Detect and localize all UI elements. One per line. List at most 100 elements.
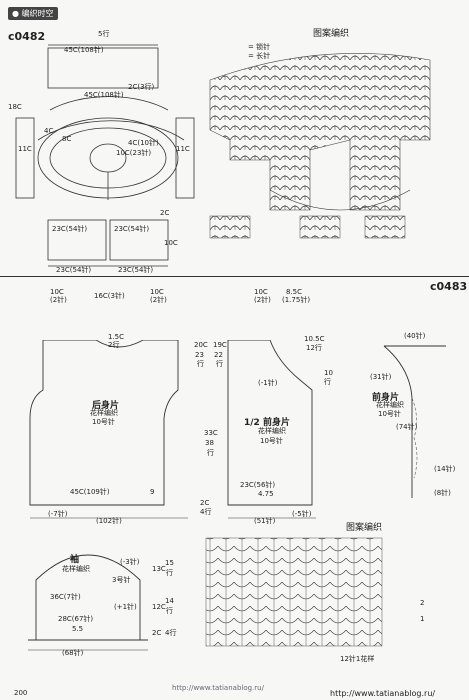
dim-right-panel: 11C — [176, 145, 190, 153]
back-hem-mark: (-7针) — [48, 510, 68, 518]
front-top-right: 8.5C — [286, 288, 303, 296]
section-tag-label: 编织时空 — [21, 9, 54, 18]
back-arm-r: 行 — [197, 360, 204, 368]
back-arm2: 19C — [213, 341, 227, 349]
sleeve-h3: 2C — [152, 629, 162, 637]
front-piece-mid: (74针) — [396, 423, 418, 431]
sleeve-needle: 3号针 — [112, 576, 131, 584]
sleeve-w3: 5.5 — [72, 625, 84, 633]
front-piece-sub2: 10号针 — [378, 410, 401, 418]
repeat-label: 12针1花样 — [340, 655, 375, 663]
back-arm2-n: 22 — [214, 351, 223, 359]
footer-url: http://www.tatianablog.ru/ — [172, 684, 264, 692]
dim-top-rows: 5行 — [98, 30, 110, 38]
dim-left-a: 4C — [44, 127, 54, 135]
dim-ring-rows: 2C(3行) — [128, 83, 155, 91]
row-label-1: 1 — [420, 615, 425, 623]
dim-bottom-total-right: 23C(54针) — [118, 266, 154, 274]
back-arm-n: 23 — [195, 351, 204, 359]
front-right-h: 10.5C — [304, 335, 325, 343]
crochet-chart-top — [209, 53, 431, 239]
back-side-h-r: 行 — [207, 449, 214, 457]
sleeve-title: 袖 — [70, 555, 80, 565]
front-piece-shape — [383, 345, 446, 498]
back-top-right-n: (2针) — [150, 296, 167, 304]
dim-bottom-height: 10C — [164, 239, 178, 247]
front-top-right-n: (1.75针) — [282, 296, 311, 304]
sleeve-w2: 28C(67针) — [58, 615, 94, 623]
front-piece-r2: (8针) — [434, 489, 451, 497]
front-half-sub2: 10号针 — [260, 437, 283, 445]
back-arm2-r: 行 — [216, 360, 223, 368]
dim-ring-width: 45C(108针) — [84, 91, 124, 99]
front-half-sub1: 花样编织 — [258, 427, 286, 435]
front-minus: (-1针) — [258, 379, 278, 387]
crochet-chart-bottom — [205, 537, 383, 647]
section-divider — [0, 276, 469, 277]
sleeve-minus: (-3针) — [120, 558, 140, 566]
legend-dc: = 长针 — [248, 52, 271, 60]
dim-bottom-left: 23C(54针) — [52, 225, 88, 233]
back-sub2: 10号针 — [92, 418, 115, 426]
dim-center: 10C(23针) — [116, 149, 152, 157]
sleeve-h1r: 行 — [166, 569, 173, 577]
pattern-title-top: 图案编织 — [313, 29, 350, 39]
front-hem: 23C(56针) — [240, 481, 276, 489]
schematic-top-left — [15, 44, 195, 267]
pattern-title-bottom: 图案编织 — [346, 523, 383, 533]
back-neck: 1.5C — [108, 333, 125, 341]
back-top-right: 10C — [150, 288, 164, 296]
pattern-code-bottom: c0483 — [430, 280, 468, 293]
front-piece-top: (40针) — [404, 332, 426, 340]
sleeve-sub: 花样编织 — [62, 565, 90, 573]
back-hem-rows: 9 — [150, 488, 155, 496]
front-hem-mark: (-5针) — [292, 510, 312, 518]
half-front-shape — [227, 340, 316, 519]
back-title: 后身片 — [92, 401, 120, 411]
front-right-h-n: 12行 — [306, 344, 322, 352]
front-width: (51针) — [254, 517, 276, 525]
back-width: (102针) — [96, 517, 122, 525]
sleeve-w1: 36C(7针) — [50, 593, 81, 601]
sleeve-h2r: 行 — [166, 607, 173, 615]
sleeve-plus: (+1针) — [114, 603, 137, 611]
front-piece-sub1: 花样编织 — [376, 401, 404, 409]
row-label-2: 2 — [420, 599, 425, 607]
front-half-title: 1/2 前身片 — [244, 418, 290, 428]
back-top-left: 10C — [50, 288, 64, 296]
section-tag: ● 编织时空 — [8, 7, 58, 20]
sleeve-width: (68针) — [62, 649, 84, 657]
pattern-code-top: c0482 — [8, 30, 46, 43]
front-top-left-n: (2针) — [254, 296, 271, 304]
sleeve-h2n: 14 — [165, 597, 174, 605]
back-hem: 45C(109针) — [70, 488, 110, 496]
watermark-url: http://www.tatianablog.ru/ — [330, 689, 436, 698]
back-rib: 2C — [200, 499, 210, 507]
back-top-left-n: (2针) — [50, 296, 67, 304]
sleeve-h1n: 15 — [165, 559, 174, 567]
dim-right-side: 4C(10针) — [128, 139, 159, 147]
legend-chain: = 锁针 — [248, 43, 271, 51]
front-top-left: 10C — [254, 288, 268, 296]
front-right-h2: 10 — [324, 369, 333, 377]
dim-strip-mark: 2C — [160, 209, 170, 217]
page-number: 200 — [14, 689, 28, 697]
front-piece-title: 前身片 — [372, 393, 400, 403]
dim-bottom-total-left: 23C(54针) — [56, 266, 92, 274]
sleeve-h1: 13C — [152, 565, 166, 573]
back-arm: 20C — [194, 341, 208, 349]
dim-bottom-right: 23C(54针) — [114, 225, 150, 233]
back-neck-n: 2行 — [108, 341, 120, 349]
back-side-h-n: 38 — [205, 439, 214, 447]
sleeve-shape — [28, 554, 148, 651]
back-piece-shape — [29, 340, 188, 519]
dim-left-b: 8C — [62, 135, 72, 143]
bullet-icon: ● — [12, 9, 19, 18]
back-rib-n: 4行 — [200, 508, 212, 516]
sleeve-h3n: 4行 — [165, 629, 177, 637]
dim-left-side: 18C — [8, 103, 22, 111]
front-piece-left: (31针) — [370, 373, 392, 381]
front-piece-r1: (14针) — [434, 465, 456, 473]
back-sub1: 花样编织 — [90, 409, 118, 417]
dim-left-panel: 11C — [18, 145, 32, 153]
